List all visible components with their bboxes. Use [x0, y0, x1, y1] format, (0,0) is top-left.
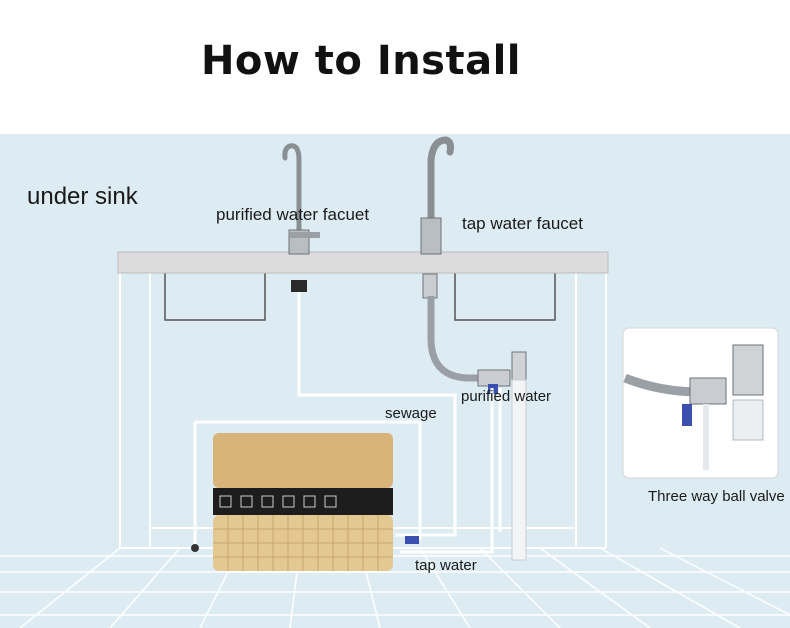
- purified-faucet-label: purified water facuet: [216, 205, 370, 224]
- tap-connector: [405, 536, 419, 544]
- under-sink-label: under sink: [27, 183, 138, 210]
- purified-faucet-mount: [291, 280, 307, 292]
- drain-pipe: [511, 379, 527, 561]
- tap-water-faucet: [427, 136, 454, 254]
- panel-buttons: [219, 495, 337, 508]
- ball-valve: [477, 369, 511, 387]
- tee-fitting: [511, 351, 527, 383]
- tap-faucet-base: [420, 217, 442, 255]
- page-title: How to Install: [200, 38, 522, 84]
- purified-faucet-handle: [290, 232, 320, 238]
- tap-faucet-label: tap water faucet: [462, 214, 583, 233]
- purifier-top: [213, 433, 393, 488]
- inset-valve-body: [689, 377, 727, 405]
- inset-valve-top: [732, 344, 764, 396]
- inset-pipe: [732, 399, 764, 441]
- sewage-label: sewage: [385, 405, 437, 422]
- countertop: [117, 251, 609, 274]
- purifier-tubes: [193, 292, 502, 554]
- right-sink-basin: [454, 272, 556, 321]
- purified-water-faucet: [282, 143, 302, 253]
- installation-diagram: [0, 134, 790, 628]
- braided-hose: [427, 296, 500, 382]
- purifier-control-panel: [213, 488, 393, 515]
- floor-drain: [191, 544, 199, 552]
- tap-water-label: tap water: [415, 557, 477, 574]
- tap-faucet-nut: [422, 273, 438, 299]
- inset-valve-handle: [682, 404, 692, 426]
- purifier-grid: [213, 515, 393, 571]
- purified-water-label: purified water: [461, 388, 552, 405]
- ball-valve-label: Three way ball valve: [648, 488, 785, 505]
- left-sink-basin: [164, 272, 266, 321]
